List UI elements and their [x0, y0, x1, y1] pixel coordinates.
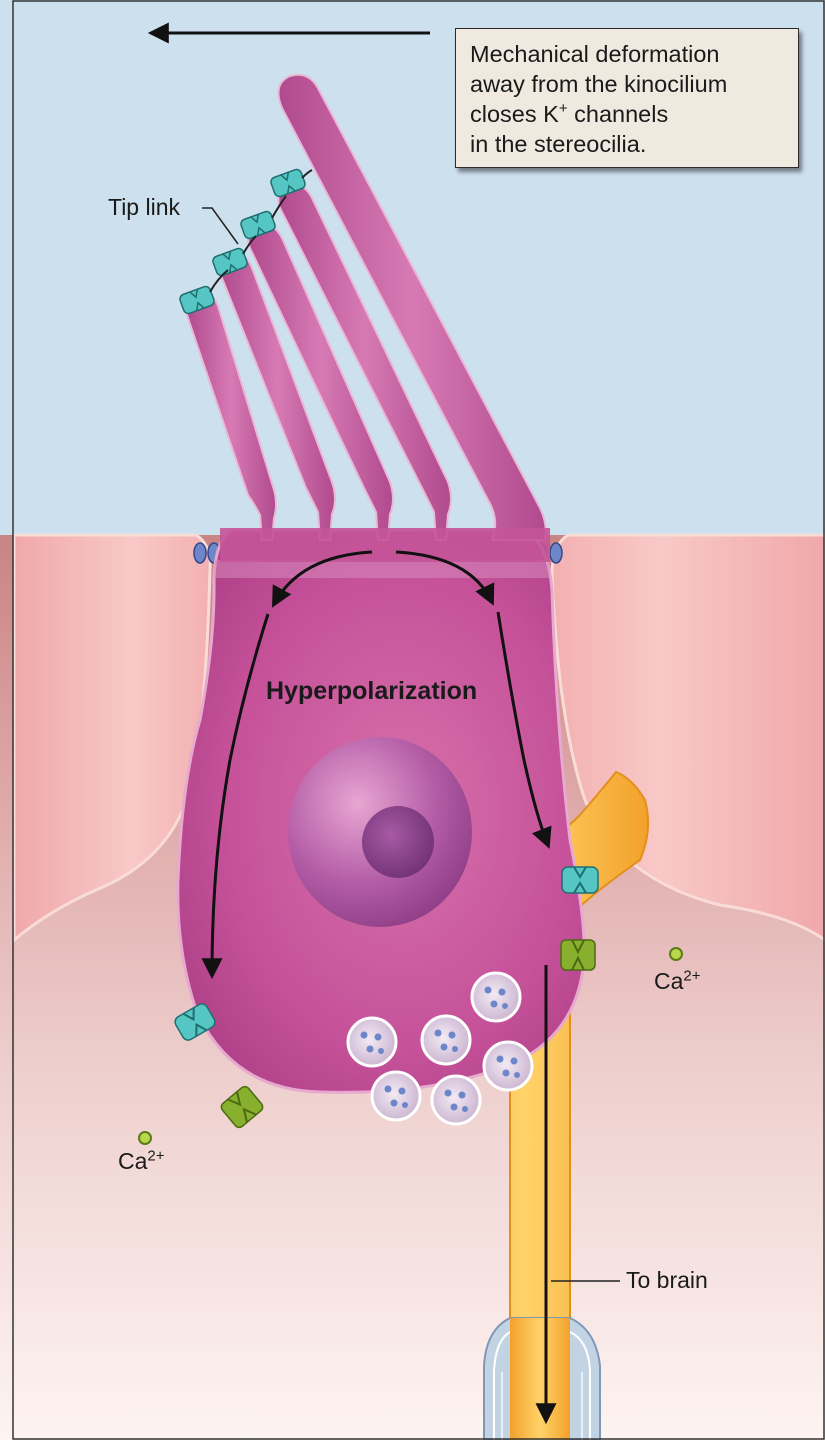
- calcium-label-right: Ca2+: [654, 968, 701, 995]
- k-channel-right: [562, 867, 598, 893]
- callout-line-3-b: channels: [568, 101, 669, 127]
- callout-line-3-a: closes K: [470, 101, 559, 127]
- callout-line-2: away from the kinocilium: [470, 69, 784, 99]
- ca-left-sup: 2+: [147, 1147, 164, 1164]
- ca-left-base: Ca: [118, 1148, 147, 1174]
- cuticular-plate: [214, 560, 550, 578]
- vesicle: [432, 1076, 480, 1124]
- calcium-label-left: Ca2+: [118, 1148, 165, 1175]
- callout-line-3: closes K+ channels: [470, 99, 784, 129]
- myelin-sheath: [484, 1318, 600, 1440]
- calcium-ion-right: [670, 948, 682, 960]
- vesicle: [484, 1042, 532, 1090]
- nucleolus: [362, 806, 434, 878]
- callout-line-1: Mechanical deformation: [470, 39, 784, 69]
- callout-line-4: in the stereocilia.: [470, 129, 784, 159]
- vesicle: [348, 1018, 396, 1066]
- vesicle: [422, 1016, 470, 1064]
- to-brain-label: To brain: [626, 1267, 708, 1294]
- tip-link-label: Tip link: [108, 194, 180, 221]
- ca-right-sup: 2+: [683, 967, 700, 984]
- vesicle: [372, 1072, 420, 1120]
- ca-channel-right: [561, 940, 595, 970]
- hyperpolarization-label: Hyperpolarization: [266, 677, 477, 706]
- callout-line-3-sup: +: [559, 100, 568, 117]
- vesicle: [472, 973, 520, 1021]
- calcium-ion-left: [139, 1132, 151, 1144]
- ca-right-base: Ca: [654, 968, 683, 994]
- callout-box: Mechanical deformation away from the kin…: [455, 28, 799, 168]
